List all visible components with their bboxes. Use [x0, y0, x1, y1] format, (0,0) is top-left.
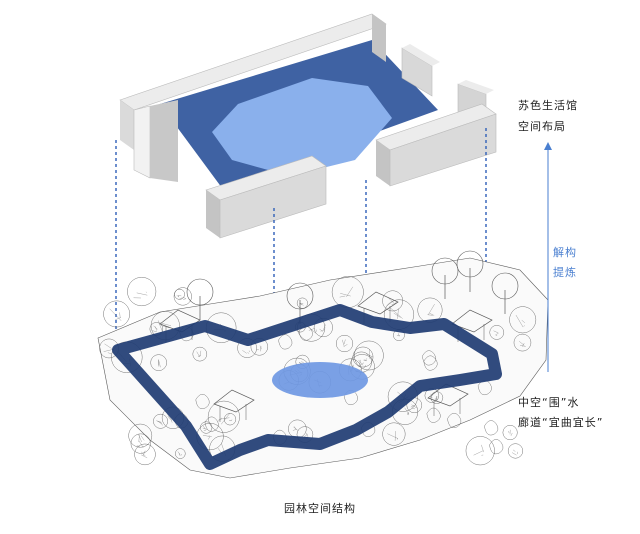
- bottom-label-line2: 廊道“宜曲宜长”: [518, 412, 603, 433]
- diagram-caption: 园林空间结构: [0, 500, 640, 516]
- process-label-line2: 提炼: [553, 262, 577, 283]
- bottom-label-line1: 中空“围”水: [518, 392, 579, 413]
- central-pond: [272, 362, 368, 398]
- top-label-line1: 苏色生活馆: [518, 95, 578, 116]
- process-label-line1: 解构: [553, 242, 577, 263]
- top-label-line2: 空间布局: [518, 116, 566, 137]
